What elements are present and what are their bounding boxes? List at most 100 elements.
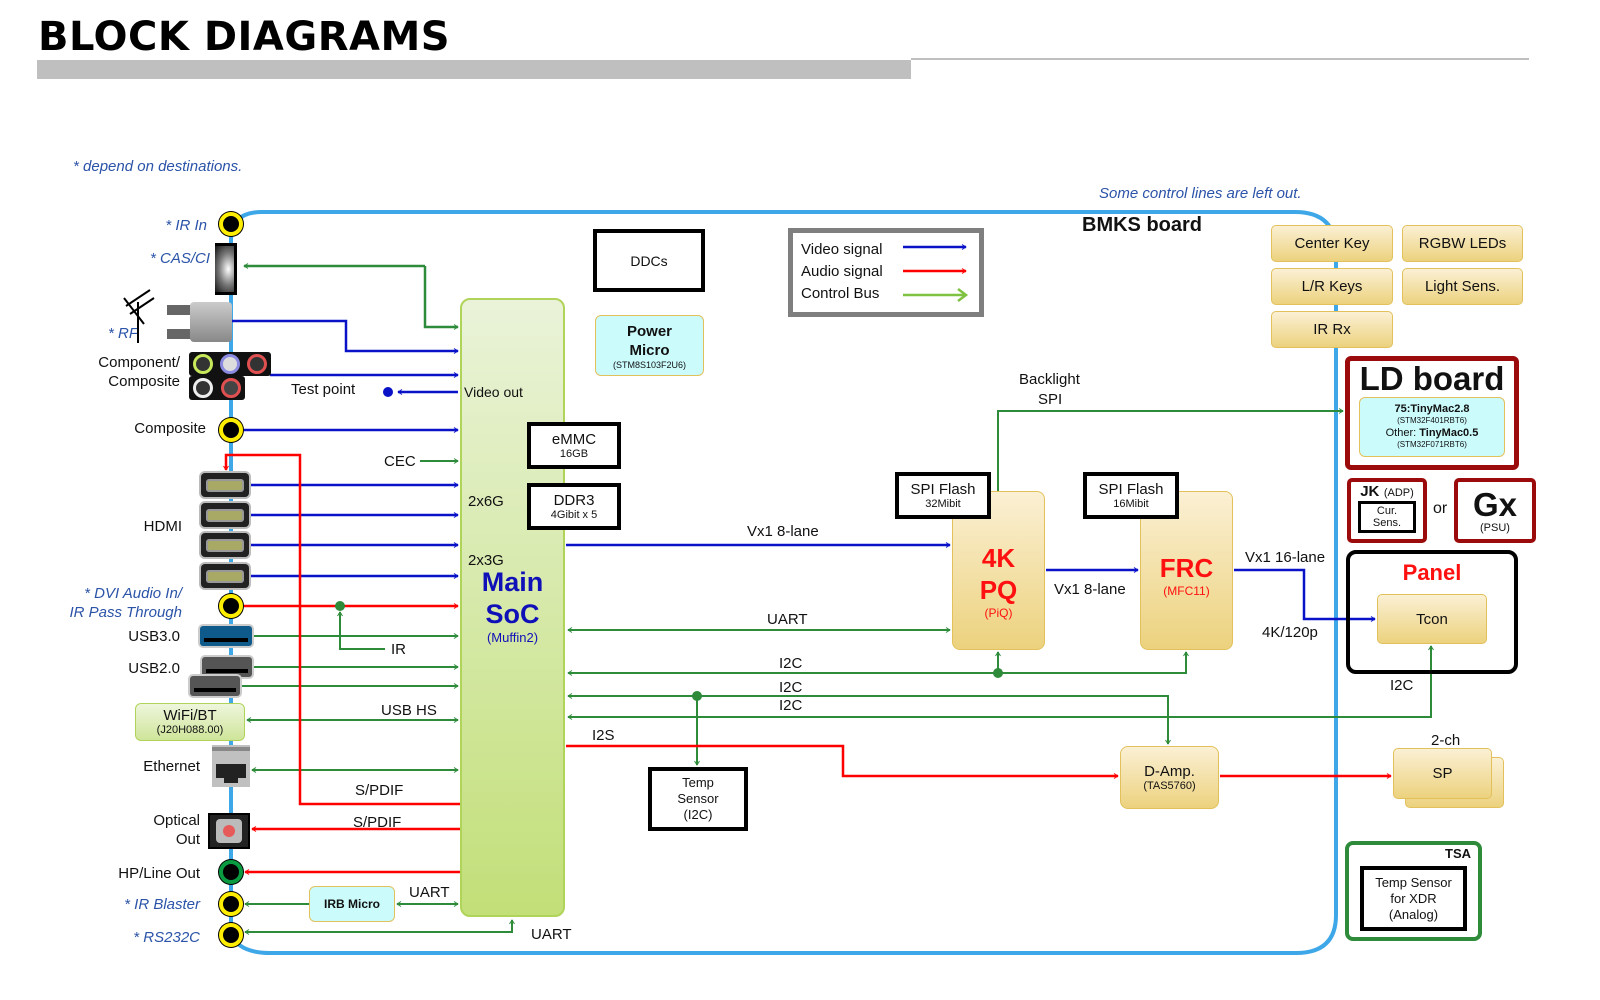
bmks-board-outline [229,210,1338,955]
frc-part: (MFC11) [1163,584,1210,598]
composite-audio-jacks-icon[interactable] [189,376,245,400]
or-label: or [1433,500,1448,517]
temp-sensor-line3: (I2C) [683,807,713,822]
resolution-label: 4K/120p [1262,624,1318,641]
port-label-usb2: USB2.0 [128,660,180,677]
uart-pq-label: UART [767,611,808,628]
ld-board[interactable]: LD board 75:TinyMac2.8 (STM32F401RBT6) O… [1345,356,1519,470]
hdmi-port-1-icon[interactable] [201,473,249,497]
spi-flash-pq-block[interactable]: SPI Flash 32Mibit [895,472,991,519]
ir-blaster-jack-icon[interactable] [219,892,243,916]
port-label-component: Component/ Composite [98,354,180,390]
light-sens-block[interactable]: Light Sens. [1402,268,1523,305]
ld-mcu-line4: (STM32F071RBT6) [1397,440,1467,449]
rs232c-jack-icon[interactable] [219,923,243,947]
hp-line-jack-icon[interactable] [219,860,243,884]
legend-audio-label: Audio signal [801,263,883,280]
ir-wire [340,612,385,650]
vx1-pq-frc-label: Vx1 8-lane [1054,581,1126,598]
note-destinations: * depend on destinations. [73,158,243,175]
i2c-1-label: I2C [779,655,803,672]
tsa-temp-sensor[interactable]: Temp Sensor for XDR (Analog) [1360,866,1467,931]
tsa-title: TSA [1445,846,1471,861]
page-title: BLOCK DIAGRAMS [38,14,451,60]
i2c-3-tcon-wire [568,646,1431,717]
power-micro-line1: Power [626,322,672,340]
lr-keys-block[interactable]: L/R Keys [1271,268,1393,305]
port-label-composite: Composite [134,420,206,437]
rgbw-leds-block[interactable]: RGBW LEDs [1402,225,1523,262]
sp-block[interactable]: SP [1393,748,1492,799]
emmc-size: 16GB [559,448,589,460]
gx-board[interactable]: Gx (PSU) [1454,478,1536,543]
optical-out-port-icon[interactable] [208,813,250,849]
ddr3-size: 4Gibit x 5 [550,509,598,521]
dvi-audio-jack-icon[interactable] [219,594,243,618]
vx1-frc-panel-label: Vx1 16-lane [1245,549,1326,566]
port-label-rf: * RF [108,325,138,342]
lr-keys-label: L/R Keys [1301,278,1363,295]
jk-name: JK [1360,483,1380,500]
soc-part: (Muffin2) [486,630,539,645]
wifi-bt-module[interactable]: WiFi/BT (J20H088.00) [135,703,245,741]
i2c-3-label: I2C [779,697,803,714]
port-label-ethernet: Ethernet [143,758,200,775]
gx-name: Gx [1472,485,1518,523]
usb3-port-icon[interactable] [200,626,252,646]
spi-flash-pq-size: 32Mibit [925,498,961,510]
irb-micro-block[interactable]: IRB Micro [309,886,395,922]
usb2-port-1-icon[interactable] [202,657,252,677]
temp-sensor-block[interactable]: Temp Sensor (I2C) [648,767,748,831]
center-key-block[interactable]: Center Key [1271,225,1393,262]
spi-flash-pq-name: SPI Flash [910,481,976,498]
ddr3-block[interactable]: DDR3 4Gibit x 5 [527,483,621,530]
hdmi-port-3-icon[interactable] [201,533,249,557]
i2c-tcon-label: I2C [1390,677,1414,694]
rf-wire [232,319,458,351]
tsa-board[interactable] [1345,841,1482,941]
light-sens-label: Light Sens. [1424,278,1501,295]
damp-block[interactable]: D-Amp. (TAS5760) [1120,746,1219,809]
soc-2x3g-label: 2x3G [468,552,504,569]
ir-in-jack-icon[interactable] [219,212,243,236]
spi-flash-frc-block[interactable]: SPI Flash 16Mibit [1083,472,1179,519]
ld-board-title: LD board [1359,360,1505,397]
ethernet-port-icon[interactable] [212,745,250,787]
soc-video-out-label: Video out [464,384,523,400]
hdmi-port-4-icon[interactable] [201,564,249,588]
spi-flash-frc-size: 16Mibit [1113,498,1149,510]
pq-line2: PQ [979,574,1018,605]
irb-micro-label: IRB Micro [323,897,380,911]
usb2-port-2-icon[interactable] [190,676,240,696]
component-jacks-icon[interactable] [189,352,271,376]
port-label-dvi-audio: * DVI Audio In/ IR Pass Through [69,585,182,621]
damp-part: (TAS5760) [1143,780,1196,792]
title-underline-bar [37,60,911,79]
backlight-spi-wire [997,411,1343,491]
sp-name: SP [1432,765,1453,782]
panel-board[interactable]: Panel [1346,550,1518,674]
ddcs-block[interactable]: DDCs [593,229,705,292]
main-soc[interactable]: Main SoC (Muffin2) [460,298,565,917]
jk-sub: (ADP) [1383,487,1414,499]
spdif-in-label: S/PDIF [355,782,404,799]
tcon-block[interactable]: Tcon [1377,594,1487,644]
rf-connector-icon[interactable] [167,302,232,342]
jk-board[interactable]: JK (ADP) Cur. Sens. [1347,478,1427,543]
power-micro-line2: Micro [629,341,670,359]
cas-ci-wire [423,266,458,327]
test-point-dot [383,387,393,397]
wifi-name: WiFi/BT [163,707,217,724]
i2s-wire [566,744,1118,776]
legend: Video signal Audio signal Control Bus [788,228,984,317]
spdif-out-label: S/PDIF [353,814,402,831]
temp-sensor-line2: Sensor [677,791,719,806]
hdmi-port-2-icon[interactable] [201,503,249,527]
composite-jack-icon[interactable] [219,418,243,442]
cas-ci-slot-icon[interactable] [215,243,237,295]
tsa-line2: for XDR [1390,890,1437,906]
power-micro-block[interactable]: Power Micro (STM8S103F2U6) [595,315,704,376]
emmc-block[interactable]: eMMC 16GB [527,422,621,469]
ir-rx-block[interactable]: IR Rx [1271,311,1393,348]
